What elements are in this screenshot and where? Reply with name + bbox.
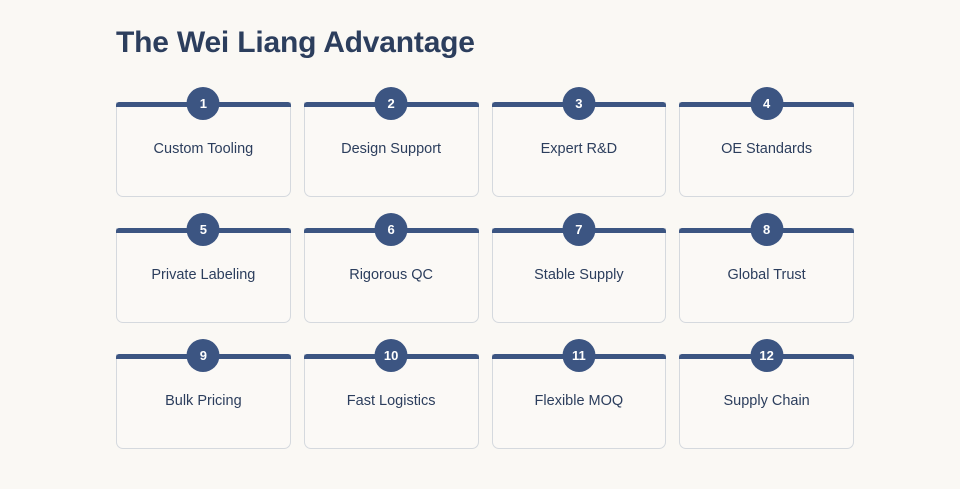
card-number-badge: 5 (186, 213, 220, 246)
page-title: The Wei Liang Advantage (116, 26, 475, 59)
advantage-card[interactable]: 9 Bulk Pricing (116, 339, 291, 449)
card-number-badge: 9 (186, 339, 220, 372)
card-number-badge: 10 (374, 339, 408, 372)
card-label: Private Labeling (151, 267, 256, 283)
card-number-badge: 11 (562, 339, 596, 372)
advantage-card[interactable]: 10 Fast Logistics (303, 339, 479, 449)
card-number-badge: 1 (186, 87, 220, 120)
card-label: Fast Logistics (346, 393, 436, 409)
card-label: Design Support (341, 141, 442, 157)
advantage-card[interactable]: 5 Private Labeling (116, 213, 291, 323)
advantage-card[interactable]: 11 Flexible MOQ (491, 339, 667, 449)
card-label: Bulk Pricing (165, 393, 242, 409)
card-label: Stable Supply (534, 267, 624, 283)
card-label: Rigorous QC (349, 267, 434, 283)
advantage-card[interactable]: 12 Supply Chain (679, 339, 854, 449)
advantage-card[interactable]: 7 Stable Supply (491, 213, 667, 323)
card-number-badge: 6 (374, 213, 408, 246)
advantage-card[interactable]: 6 Rigorous QC (303, 213, 479, 323)
card-number-badge: 12 (750, 339, 784, 372)
advantage-card-grid: 1 Custom Tooling 2 Design Support 3 Expe… (116, 87, 854, 449)
card-number-badge: 7 (562, 213, 596, 246)
card-label: Supply Chain (723, 393, 810, 409)
card-label: Flexible MOQ (534, 393, 624, 409)
card-number-badge: 4 (750, 87, 784, 120)
advantage-card[interactable]: 3 Expert R&D (491, 87, 667, 197)
card-label: OE Standards (721, 141, 813, 157)
card-number-badge: 3 (562, 87, 596, 120)
advantage-card[interactable]: 2 Design Support (303, 87, 479, 197)
advantage-card[interactable]: 1 Custom Tooling (116, 87, 291, 197)
card-label: Expert R&D (540, 141, 618, 157)
advantage-card[interactable]: 4 OE Standards (679, 87, 854, 197)
card-label: Custom Tooling (153, 141, 254, 157)
card-number-badge: 8 (750, 213, 784, 246)
card-number-badge: 2 (374, 87, 408, 120)
advantage-card[interactable]: 8 Global Trust (679, 213, 854, 323)
card-label: Global Trust (727, 267, 806, 283)
